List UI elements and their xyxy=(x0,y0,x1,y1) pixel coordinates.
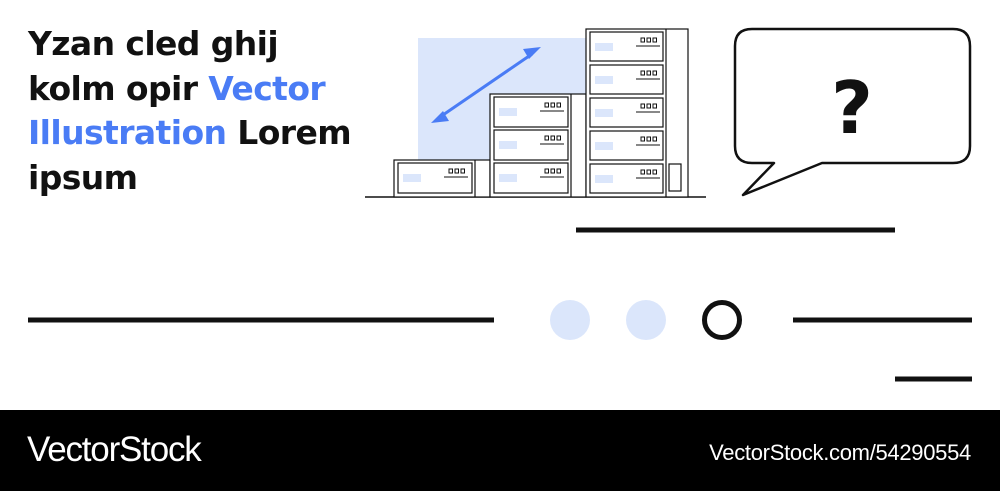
headline-text-2: Lorem ipsum xyxy=(28,113,352,197)
server-illustration: ? xyxy=(28,27,972,382)
speech-bubble: ? xyxy=(733,27,972,197)
server-tall xyxy=(585,28,689,198)
dot-icon xyxy=(626,300,666,340)
image-url: VectorStock.com/54290554 xyxy=(709,440,971,465)
double-arrow-icon xyxy=(431,47,541,123)
server-small xyxy=(393,159,491,198)
brand-logo: VectorStock xyxy=(27,430,202,469)
headline-text-1: Yzan cled ghij kolm opir xyxy=(28,24,279,108)
dot-icon xyxy=(550,300,590,340)
footer-bar: VectorStock VectorStock.com/54290554 xyxy=(0,410,1000,491)
headline-accent: Vector Illustration xyxy=(28,68,326,153)
headline: Yzan cled ghij kolm opir Vector Illustra… xyxy=(28,22,358,200)
server-medium xyxy=(489,93,587,198)
question-mark-icon: ? xyxy=(831,66,873,150)
ring-icon xyxy=(702,300,742,340)
